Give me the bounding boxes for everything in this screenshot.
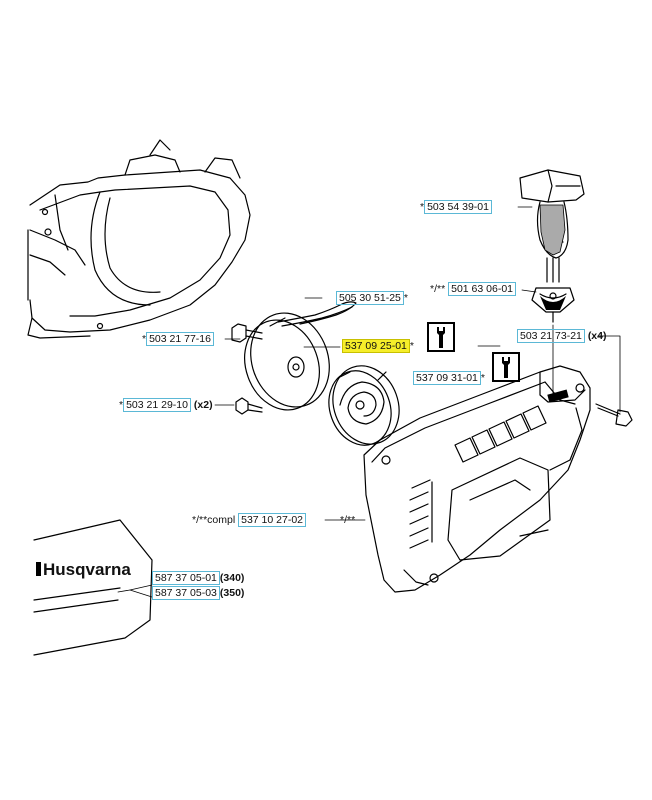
label-decal-340: 587 37 05-01(340) — [152, 571, 245, 585]
spring-cassette[interactable] — [319, 356, 410, 454]
part-number-decal-350[interactable]: 587 37 05-03 — [152, 586, 220, 600]
wrench-icon — [427, 322, 455, 352]
logo-mark — [36, 562, 41, 576]
label-pulley: 537 09 25-01* — [342, 339, 414, 353]
part-number-pulley[interactable]: 537 09 25-01 — [342, 339, 410, 353]
label-starter-handle: *503 54 39-01 — [420, 200, 492, 214]
label-decal-350: 587 37 05-03(350) — [152, 586, 245, 600]
brand-name: Husqvarna — [43, 560, 131, 579]
leader-lines — [117, 206, 621, 598]
part-suffix: * — [403, 292, 408, 304]
label-pulley-bolt: *503 21 77-16 — [142, 332, 214, 346]
part-suffix: * — [409, 340, 414, 352]
starter-cover[interactable] — [363, 365, 591, 593]
label-spring-screw: *503 21 29-10 (x2) — [119, 398, 213, 412]
label-starter-complete: */**compl 537 10 27-02 — [192, 513, 306, 527]
part-number-starter-handle[interactable]: 503 54 39-01 — [424, 200, 492, 214]
label-cover-screw: 503 21 73-21 (x4) — [517, 329, 607, 343]
label-rope-guide: */** 501 63 06-01 — [430, 282, 516, 296]
cover-screw[interactable] — [595, 403, 633, 427]
starter-pulley[interactable] — [232, 302, 342, 421]
part-prefix: */** — [430, 283, 446, 295]
part-number-rope-guide[interactable]: 501 63 06-01 — [448, 282, 516, 296]
wrench-icon-glyph — [437, 327, 445, 348]
spring-screw[interactable] — [235, 397, 263, 415]
part-number-spring-screw[interactable]: 503 21 29-10 — [123, 398, 191, 412]
cover-band — [547, 389, 569, 403]
starter-rope[interactable] — [277, 301, 357, 327]
crankcase-housing — [27, 139, 251, 339]
rope-guide-body — [540, 296, 566, 310]
part-number-spring-cassette[interactable]: 537 09 31-01 — [413, 371, 481, 385]
handle-grip-shading — [539, 204, 566, 256]
part-suffix: * — [480, 372, 485, 384]
part-prefix: */**compl — [192, 514, 236, 526]
quantity: (x2) — [193, 399, 213, 411]
part-prefix: * — [142, 333, 147, 345]
brand-logo: Husqvarna — [36, 560, 131, 580]
part-prefix: */** — [340, 514, 356, 526]
wrench-icon-glyph — [502, 357, 510, 378]
part-number-starter-complete[interactable]: 537 10 27-02 — [238, 513, 306, 527]
model: (350) — [219, 587, 245, 599]
part-number-pulley-bolt[interactable]: 503 21 77-16 — [146, 332, 214, 346]
model: (340) — [219, 572, 245, 584]
pulley-bolt[interactable] — [231, 323, 263, 343]
quantity: (x4) — [587, 330, 607, 342]
label-rope: 505 30 51-25* — [336, 291, 408, 305]
label-spring-cassette: 537 09 31-01* — [413, 371, 485, 385]
label-starter-cover-ref: */** — [340, 514, 355, 527]
wrench-icon — [492, 352, 520, 382]
rope-guide[interactable] — [531, 287, 575, 323]
part-number-cover-screw[interactable]: 503 21 73-21 — [517, 329, 585, 343]
part-number-decal-340[interactable]: 587 37 05-01 — [152, 571, 220, 585]
part-number-rope[interactable]: 505 30 51-25 — [336, 291, 404, 305]
decal-sticker — [33, 519, 153, 656]
part-prefix: * — [420, 201, 425, 213]
part-prefix: * — [119, 399, 124, 411]
